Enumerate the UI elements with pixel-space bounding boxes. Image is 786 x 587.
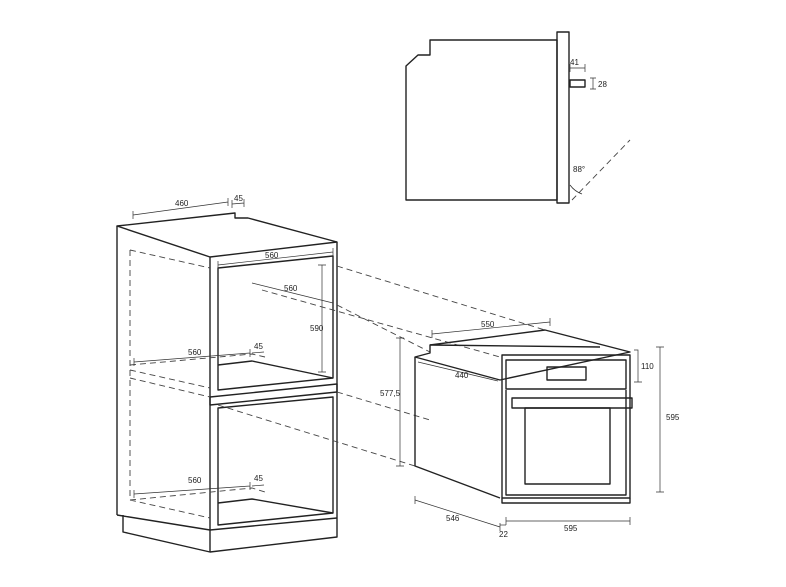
cabinet-hidden-top-back [129,249,211,269]
cabinet-hidden-mid-back [129,353,266,366]
dim-front-width-label: 595 [564,524,578,533]
oven-door-panel [505,390,627,496]
dim-door-thickness-label: 22 [499,530,508,539]
oven-side-view: 41 28 88° [405,31,631,204]
dim-bottom-shelf-width-line [133,482,251,498]
dim-front-width-line [505,517,631,525]
cabinet-top-face [116,212,338,258]
dim-top-gap-label: 45 [234,194,243,203]
dim-body-width-label: 550 [481,320,495,329]
projection-line-5 [336,304,431,353]
oven-control-panel [505,359,627,390]
dim-body-height-line [396,337,404,467]
dim-total-height-line [656,346,664,493]
oven-back-top-edge [429,344,601,348]
dim-total-depth-line [414,496,501,531]
dim-top-depth-line [132,198,229,219]
dim-mid-shelf-gap-line [251,351,265,354]
oven-handle [511,397,633,409]
dim-door-angle-label: 88° [573,165,585,174]
dim-body-height-label: 577,5 [380,389,401,398]
side-view-door-swing-line [571,139,631,201]
projection-line-3 [217,404,416,467]
dim-body-depth-line [417,361,499,382]
projection-line-2 [261,289,501,358]
dim-inner-depth-line [251,282,334,304]
projection-lines [217,265,546,467]
cabinet-upper-niche-floor [217,360,334,379]
dim-knob-height-line [590,77,596,90]
oven-body-top [414,329,631,381]
cabinet-hidden-lower-back [129,487,266,519]
cabinet-lower-niche [217,396,334,526]
side-view-body-outline [405,39,558,201]
cabinet-upper-niche [217,255,334,391]
cabinet-bottom-edge [116,514,338,531]
dim-inner-width-line [217,248,334,269]
dim-bottom-shelf-gap-label: 45 [254,474,263,483]
dim-mid-shelf-width-line [133,349,251,366]
dim-top-gap-line [231,199,245,208]
side-view-knob [569,79,586,88]
dim-mid-shelf-gap-label: 45 [254,342,263,351]
cabinet-hidden-mid-shelf [129,369,211,398]
dim-knob-depth-label: 41 [570,58,579,67]
side-view-door [556,31,570,204]
oven-front-frame-bottom [501,498,631,504]
dim-niche-height-line [318,264,326,373]
dim-body-width-line [431,318,551,338]
oven-body-side [414,357,501,499]
projection-line-1 [336,265,546,331]
dim-top-depth-label: 460 [175,199,189,208]
dim-knob-depth-line [569,64,586,72]
dim-bottom-shelf-gap-line [251,484,265,487]
oven-door-window [524,407,611,485]
oven-drawing: 550 440 577,5 110 595 546 595 22 [380,318,680,539]
dim-bottom-shelf-width-label: 560 [188,476,202,485]
cabinet-lower-niche-floor [217,498,334,514]
dim-total-depth-label: 546 [446,514,460,523]
dim-panel-height-label: 110 [641,362,654,371]
cabinet-mid-shelf [209,383,338,406]
dim-mid-shelf-width-label: 560 [188,348,202,357]
side-view-door-swing-arc [569,184,583,195]
dim-inner-width-label: 560 [265,251,279,260]
dim-inner-depth-label: 560 [284,284,298,293]
dim-knob-height-label: 28 [598,80,607,89]
oven-display [546,366,587,381]
dim-body-depth-label: 440 [455,371,469,380]
oven-front-frame [501,354,631,499]
dim-niche-height-label: 590 [310,324,324,333]
cabinet-drawing: 460 45 560 560 590 560 45 560 45 [116,194,338,553]
dim-total-height-label: 595 [666,413,680,422]
dim-panel-height-line [634,349,642,383]
